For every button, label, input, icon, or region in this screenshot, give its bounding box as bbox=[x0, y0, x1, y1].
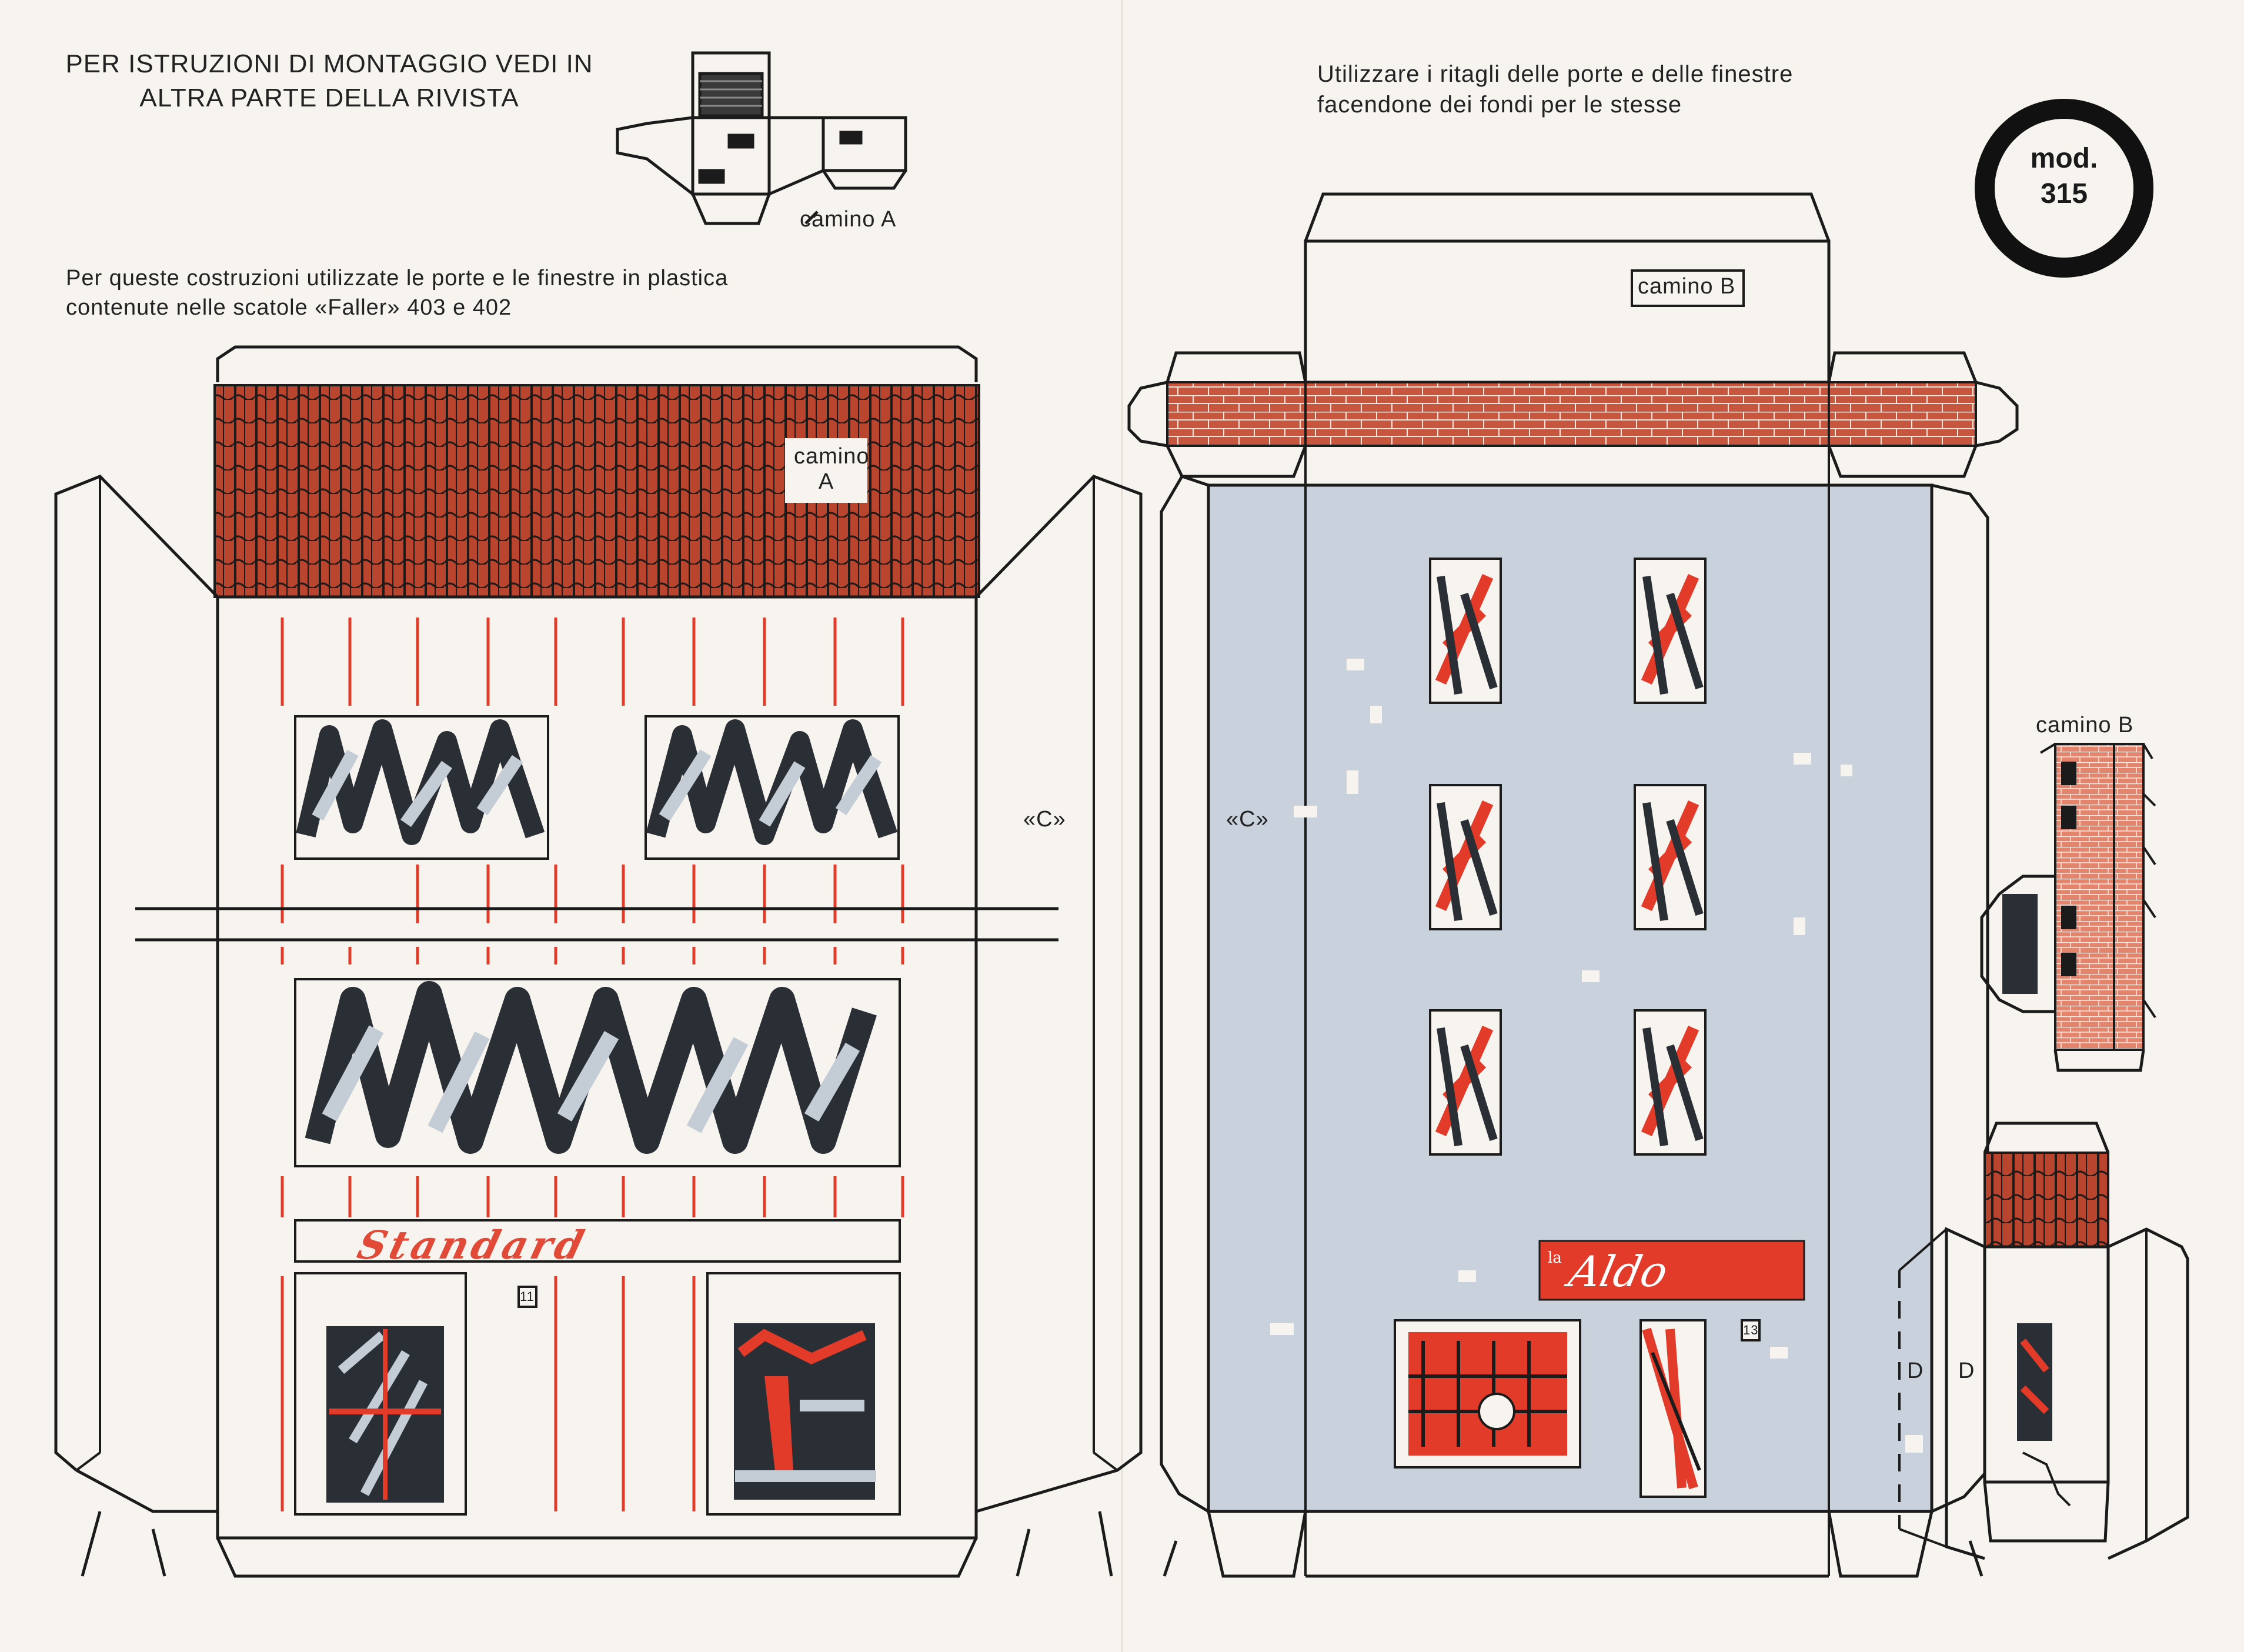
left-building bbox=[54, 345, 1143, 1578]
house-number-right: 13 bbox=[1743, 1323, 1759, 1337]
materials-note: Per queste costruzioni utilizzate le por… bbox=[66, 266, 729, 320]
label-camino-a-roof-2: A bbox=[818, 469, 834, 494]
right-building bbox=[1127, 192, 2019, 1578]
label-c-left: «C» bbox=[1023, 807, 1066, 832]
right-windows bbox=[1429, 558, 1707, 1156]
model-badge-number: 315 bbox=[2040, 178, 2088, 209]
label-camino-a-roof-1: camino bbox=[794, 444, 870, 469]
label-camino-b-top: camino B bbox=[1638, 274, 1736, 299]
camino-a-piece bbox=[616, 51, 907, 225]
sign-aldo: Aldo bbox=[1565, 1247, 1672, 1296]
label-camino-a: camino A bbox=[800, 207, 897, 232]
left-sign-box bbox=[294, 1219, 901, 1263]
model-badge-text: mod. 315 bbox=[1982, 141, 2146, 212]
house-number-left: 11 bbox=[520, 1289, 535, 1304]
label-d-right: D bbox=[1958, 1359, 1975, 1383]
sign-standard: Standard bbox=[353, 1222, 592, 1268]
assembly-instructions: PER ISTRUZIONI DI MONTAGGIO VEDI IN ALTR… bbox=[65, 49, 593, 112]
sign-aldo-prefix: la bbox=[1548, 1249, 1562, 1267]
d-piece bbox=[1898, 1122, 2189, 1560]
label-d-left: D bbox=[1907, 1359, 1924, 1383]
model-badge-line1: mod. bbox=[2030, 143, 2098, 174]
label-camino-b-side: camino B bbox=[2036, 713, 2134, 737]
model-badge bbox=[1975, 99, 2153, 278]
d-piece-roof bbox=[1983, 1152, 2109, 1248]
right-sign-box bbox=[1538, 1240, 1805, 1301]
camino-b-piece bbox=[1980, 743, 2156, 1072]
right-brick-band bbox=[1166, 381, 1977, 447]
label-c-right: «C» bbox=[1226, 807, 1269, 832]
cutouts-note: Utilizzare i ritagli delle porte e delle… bbox=[1317, 61, 1794, 118]
